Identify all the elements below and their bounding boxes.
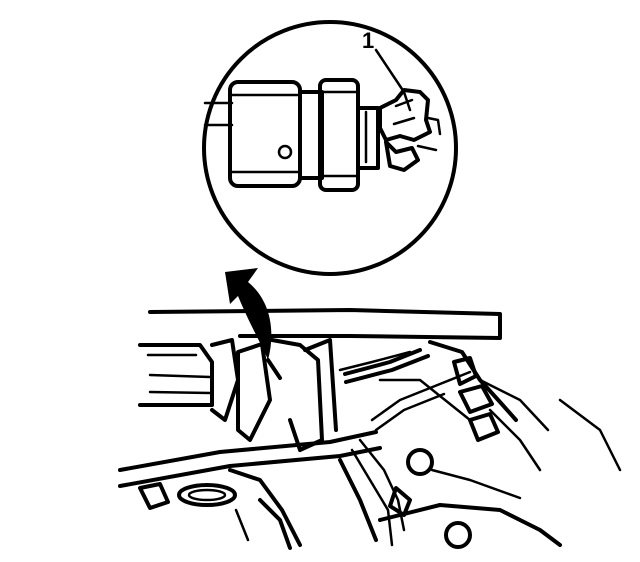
callout-label-1: 1	[362, 28, 374, 53]
engine-compartment	[118, 308, 622, 550]
callout-leader-line	[374, 48, 406, 94]
connector-callout-icon	[378, 88, 442, 172]
detail-magnifier	[202, 20, 458, 276]
component-cylinder	[203, 78, 380, 192]
